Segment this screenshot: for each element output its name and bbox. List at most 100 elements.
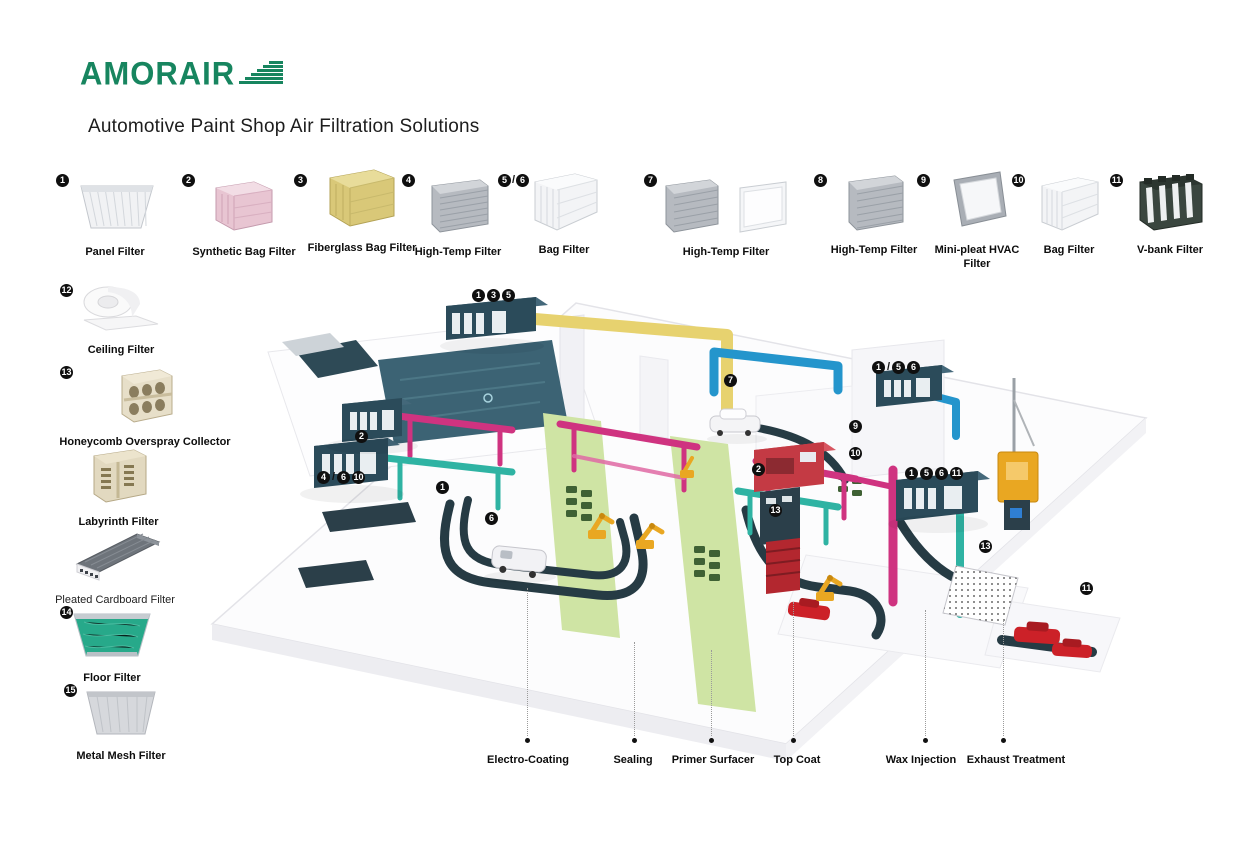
diagram-badge-far-right: 11 <box>1080 582 1093 595</box>
leader-line-sealing <box>634 642 635 736</box>
filter-number-badge: 8 <box>814 174 827 187</box>
filter-number-badge: 10 <box>1012 174 1025 187</box>
filter-number-badge: 15 <box>64 684 77 697</box>
leader-dot <box>709 738 714 743</box>
white-carrier <box>709 408 761 436</box>
stage-label-exhaust-treatment: Exhaust Treatment <box>966 754 1066 766</box>
logo-stripes-icon <box>239 61 284 84</box>
page-title: Automotive Paint Shop Air Filtration Sol… <box>88 116 480 137</box>
filter-number-badge: 4 <box>402 174 415 187</box>
leader-dot <box>791 738 796 743</box>
paint-booth <box>754 442 836 594</box>
legend-item-metal-mesh-filter: 15 Metal Mesh Filter <box>56 682 186 763</box>
legend-item-high-temp-filter-7: 7 High-Temp Filter <box>640 170 812 259</box>
white-van <box>491 545 547 578</box>
red-car-3 <box>1051 638 1093 659</box>
diagram-badge-sealing-line: 1 <box>436 481 449 494</box>
fiberglass-bag-filter-image <box>292 166 432 232</box>
floor-filter-image <box>52 604 172 662</box>
stage-label-wax-injection: Wax Injection <box>885 754 957 766</box>
legend-item-high-temp-filter-8: 8 High-Temp Filter <box>810 168 938 257</box>
filter-number-badge: 11 <box>1110 174 1123 187</box>
diagram-badge-left-ahu-2: 4 / 6 10 <box>317 471 366 484</box>
panel-filter-image <box>56 170 174 236</box>
ahu-left-1 <box>342 398 412 442</box>
honeycomb-collector-image <box>50 362 240 426</box>
legend-item-high-temp-filter-4: 4 High-Temp Filter <box>398 170 518 259</box>
diagram-badge-booth-exhaust: 13 <box>769 504 782 517</box>
high-temp-filter-image <box>810 168 938 234</box>
legend-item-fiberglass-bag-filter: 3 Fiberglass Bag Filter <box>292 166 432 255</box>
leader-dot <box>632 738 637 743</box>
diagram-badge-wall-lower: 10 <box>849 447 862 460</box>
filter-number-badge: 14 <box>60 606 73 619</box>
filter-number-badge: 12 <box>60 284 73 297</box>
robots <box>588 456 843 601</box>
legend-item-synthetic-bag-filter: 2 Synthetic Bag Filter <box>178 170 310 259</box>
legend-item-bag-filter-5-6: 5 / 6 Bag Filter <box>494 168 634 257</box>
air-handling-units <box>314 297 990 521</box>
v-bank-filter-image <box>1108 168 1232 234</box>
high-temp-filter-pair-image <box>640 170 812 236</box>
legend-item-bag-filter-10: 10 Bag Filter <box>1010 168 1128 257</box>
legend-item-floor-filter: 14 Floor Filter <box>52 604 172 685</box>
diagram-badge-wall-upper: 9 <box>849 420 862 433</box>
filter-number-badge: 1 <box>56 174 69 187</box>
process-lanes <box>543 413 862 712</box>
diagram-badge-exhaust-wall: 13 <box>979 540 992 553</box>
leader-dot <box>923 738 928 743</box>
metal-mesh-filter-image <box>56 682 186 740</box>
leader-line-top-coat <box>793 602 794 736</box>
leader-line-primer-surfacer <box>711 650 712 736</box>
exhaust-mesh-wall <box>942 565 1019 626</box>
bag-filter-image <box>494 168 634 234</box>
vehicles <box>491 408 1093 659</box>
shadows <box>300 338 988 583</box>
filter-number-badge: 2 <box>182 174 195 187</box>
stage-label-electro-coating: Electro-Coating <box>487 754 569 766</box>
stage-label-primer-surfacer: Primer Surfacer <box>671 754 755 766</box>
ahu-left-2 <box>314 438 400 488</box>
legend-item-labyrinth-filter: Labyrinth Filter <box>56 442 181 529</box>
wax-injection-machine <box>997 378 1039 530</box>
legend-item-panel-filter: 1 Panel Filter <box>56 170 174 259</box>
legend-item-honeycomb-overspray-collector: 13 Honeycomb Overspray Collector <box>50 362 240 449</box>
legend-item-v-bank-filter: 11 V-bank Filter <box>1108 168 1232 257</box>
leader-line-wax-injection <box>925 610 926 736</box>
red-car-1 <box>787 597 831 621</box>
legend-item-pleated-cardboard-filter: Pleated Cardboard Filter <box>40 524 190 607</box>
brand-logo: AMORAIR <box>80 55 284 92</box>
brand-logo-text: AMORAIR <box>80 55 236 92</box>
mini-pleat-filter-image <box>915 168 1039 234</box>
red-car-2 <box>1013 621 1061 645</box>
bag-filter-image <box>1010 168 1128 234</box>
filter-number-badge: 3 <box>294 174 307 187</box>
yellow-duct <box>529 313 733 424</box>
diagram-badge-oven: 7 <box>724 374 737 387</box>
diagram-badge-booth-top: 2 <box>752 463 765 476</box>
leader-line-electro-coating <box>527 588 528 736</box>
filter-number-badge: 13 <box>60 366 73 379</box>
stage-label-top-coat: Top Coat <box>773 754 821 766</box>
leader-dot <box>525 738 530 743</box>
filter-number-badge: 5 / 6 <box>498 174 530 187</box>
diagram-badge-ecoat-supply: 1 3 5 <box>472 289 515 302</box>
diagram-badge-conveyor: 6 <box>485 512 498 525</box>
high-temp-filter-image <box>398 170 518 236</box>
legend-item-ceiling-filter: 12 Ceiling Filter <box>56 280 186 357</box>
leader-dot <box>1001 738 1006 743</box>
synthetic-bag-filter-image <box>178 170 310 236</box>
ahu-ecoat-roof <box>446 297 548 340</box>
pleated-cardboard-filter-image <box>40 524 190 584</box>
diagram-badge-right-ahu: 1 5 6 11 <box>905 467 963 480</box>
ceiling-filter-image <box>56 280 186 334</box>
stage-label-sealing: Sealing <box>613 754 653 766</box>
leader-line-exhaust-treatment <box>1003 620 1004 736</box>
diagram-badge-topcoat-supply: 1 / 5 6 <box>872 361 921 374</box>
diagram-badge-left-ahu-1: 2 <box>355 430 368 443</box>
conveyors <box>298 424 1097 657</box>
legend-item-mini-pleat-hvac-filter: 9 Mini-pleat HVAC Filter <box>915 168 1039 272</box>
filter-number-badge: 7 <box>644 174 657 187</box>
